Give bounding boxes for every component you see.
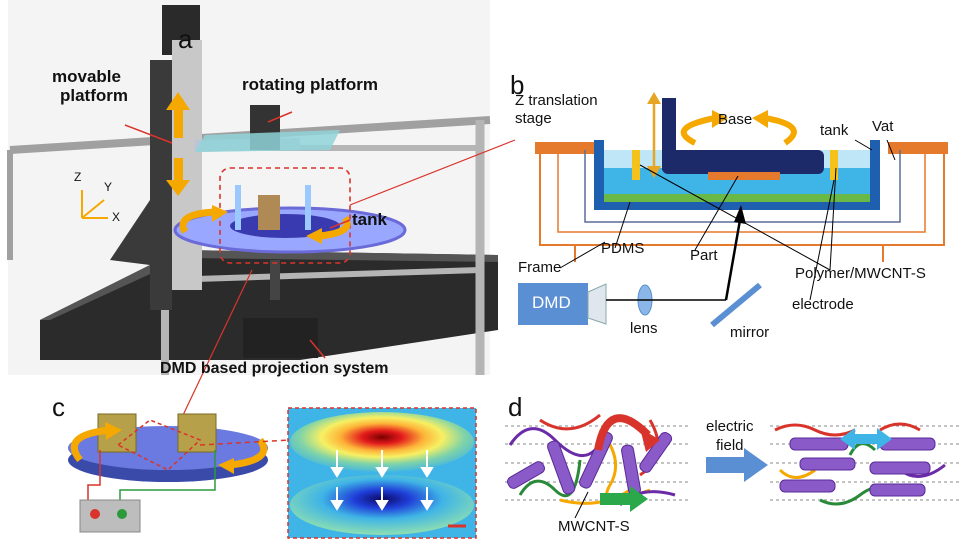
frame-label: Frame: [518, 259, 562, 276]
axis-y-label: Y: [104, 180, 113, 194]
tank-pointer: [329, 219, 351, 229]
movable-pointer: [124, 124, 173, 144]
axis-x-label: X: [112, 210, 121, 224]
z-stage-label-1: Z translation: [515, 92, 598, 109]
tank-label-b: tank: [820, 122, 849, 139]
link-a-to-b: [349, 139, 516, 206]
field-heatmap: [287, 407, 477, 539]
panel-a-render: [7, 0, 498, 375]
panel-b-letter: b: [510, 70, 525, 100]
part-label: Part: [690, 247, 718, 264]
dmd-label: DMD: [532, 293, 571, 312]
panel-b-schematic: [518, 92, 948, 328]
rotating-pointer: [267, 111, 293, 123]
xyz-axes: [81, 190, 108, 219]
electrode-label: electrode: [792, 296, 854, 313]
movable-platform-label-2: platform: [60, 86, 128, 105]
tank-label-a: tank: [352, 210, 387, 229]
panel-a-letter: a: [178, 24, 193, 54]
movable-platform-label-1: movable: [52, 67, 121, 86]
mirror-label: mirror: [730, 324, 770, 341]
panel-d-letter: d: [508, 392, 523, 422]
pdms-label: PDMS: [601, 240, 645, 257]
panel-d-alignment: [505, 413, 960, 519]
base-label: Base: [718, 111, 753, 128]
mwcnt-label: MWCNT-S: [558, 518, 630, 535]
panel-c-device: [68, 413, 291, 533]
polymer-label: Polymer/MWCNT-S: [795, 265, 926, 282]
z-stage-label-2: stage: [515, 110, 552, 127]
axis-z-label: Z: [74, 170, 82, 184]
lens-label: lens: [630, 320, 658, 337]
electric-field-label-2: field: [716, 437, 744, 454]
mirror-shape: [710, 282, 762, 328]
link-a-to-c: [174, 269, 253, 433]
dmd-box: [518, 283, 588, 325]
vat-label: Vat: [872, 118, 894, 135]
dmd-system-label: DMD based projection system: [160, 360, 389, 377]
electric-field-label-1: electric: [706, 418, 754, 435]
panel-c-letter: c: [52, 392, 65, 422]
rotating-platform-label: rotating platform: [242, 75, 378, 94]
